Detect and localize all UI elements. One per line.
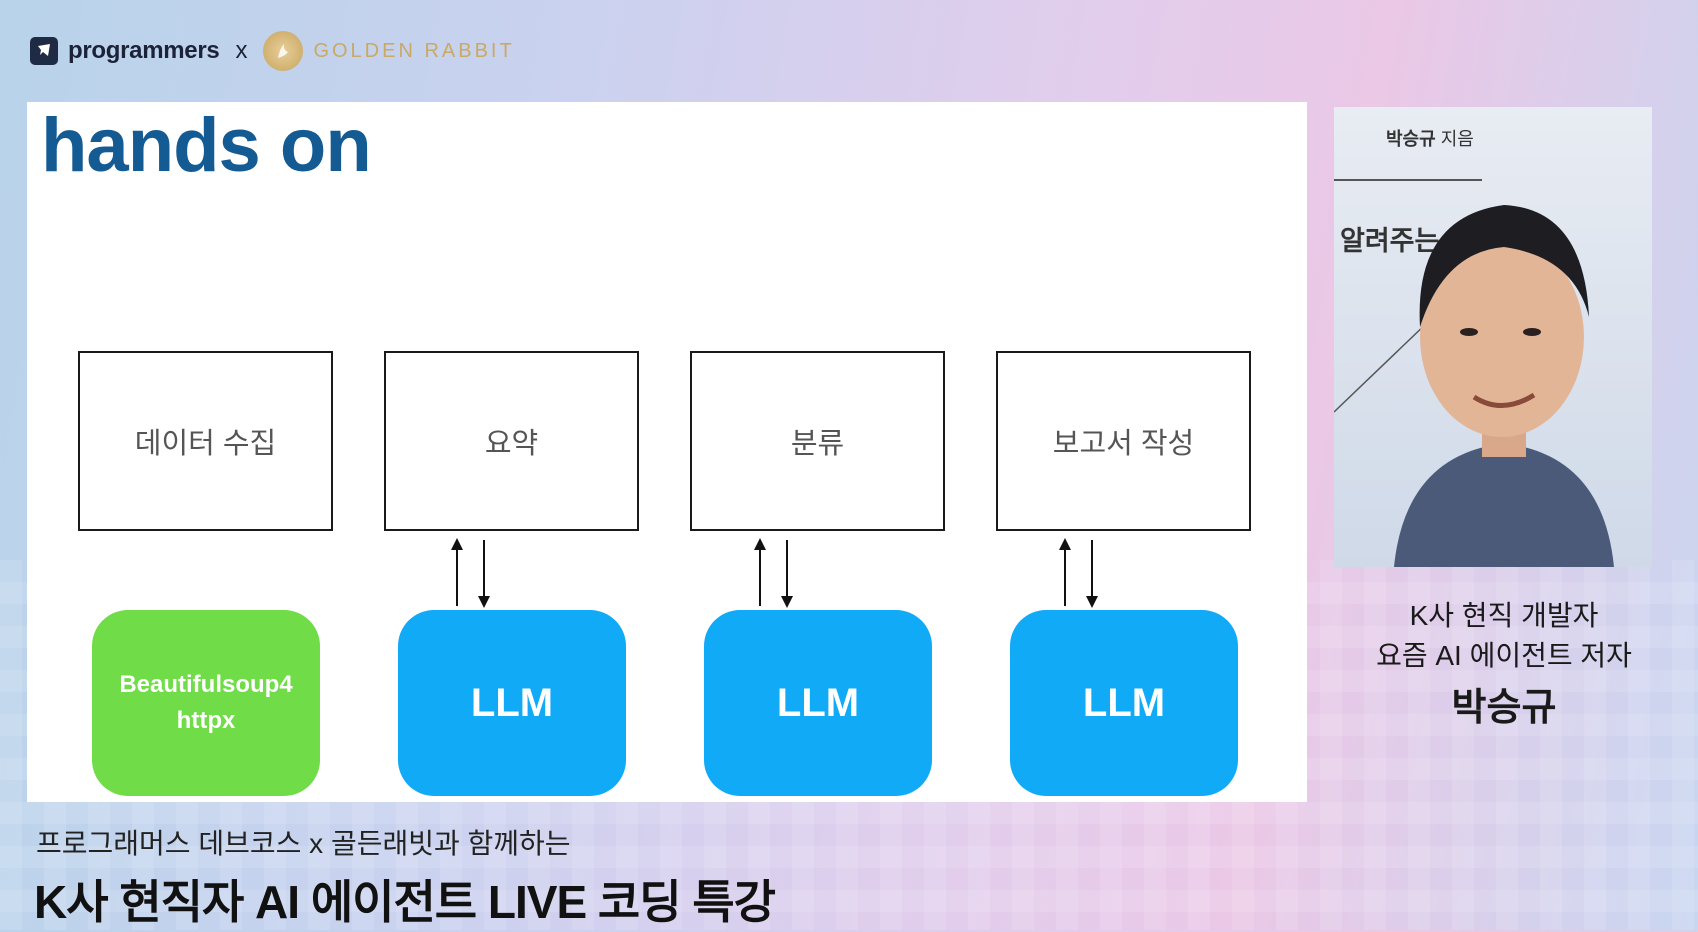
programmers-logo-icon [30,37,58,65]
event-title: K사 현직자 AI 에이전트 LIVE 코딩 특강 [34,866,775,932]
step-box-data-collection: 데이터 수집 [78,351,333,531]
speaker-name: 박승규 [1334,676,1674,731]
logo-separator: x [235,37,247,65]
speaker-role-2: 요즘 AI 에이전트 저자 [1334,634,1674,674]
tool-scraping-line1: Beautifulsoup4 [119,667,292,703]
slide-title: hands on [41,102,371,189]
logo-bar: programmers x GOLDEN RABBIT [30,34,515,68]
arrows-summary-llm [442,538,502,608]
event-subtitle: 프로그래머스 데브코스 x 골든래빗과 함께하는 [36,822,571,862]
speaker-portrait [1334,107,1652,567]
step-box-classification: 분류 [690,351,945,531]
tool-scraping-line2: httpx [119,703,292,739]
speaker-role-1: K사 현직 개발자 [1334,594,1674,634]
tool-llm-classification: LLM [704,610,932,796]
arrows-report-llm [1050,538,1110,608]
arrows-classification-llm [745,538,805,608]
tool-scraping: Beautifulsoup4 httpx [92,610,320,796]
step-box-report: 보고서 작성 [996,351,1251,531]
golden-rabbit-logo-icon [263,31,303,71]
programmers-logo-text: programmers [68,37,219,65]
tool-llm-summary: LLM [398,610,626,796]
speaker-video: 박승규 지음 알려주는 [1334,107,1652,567]
golden-rabbit-logo-text: GOLDEN RABBIT [313,40,514,63]
tool-llm-report: LLM [1010,610,1238,796]
presentation-slide: hands on 데이터 수집 요약 분류 보고서 작성 Beautifulso… [27,102,1307,802]
step-box-summary: 요약 [384,351,639,531]
